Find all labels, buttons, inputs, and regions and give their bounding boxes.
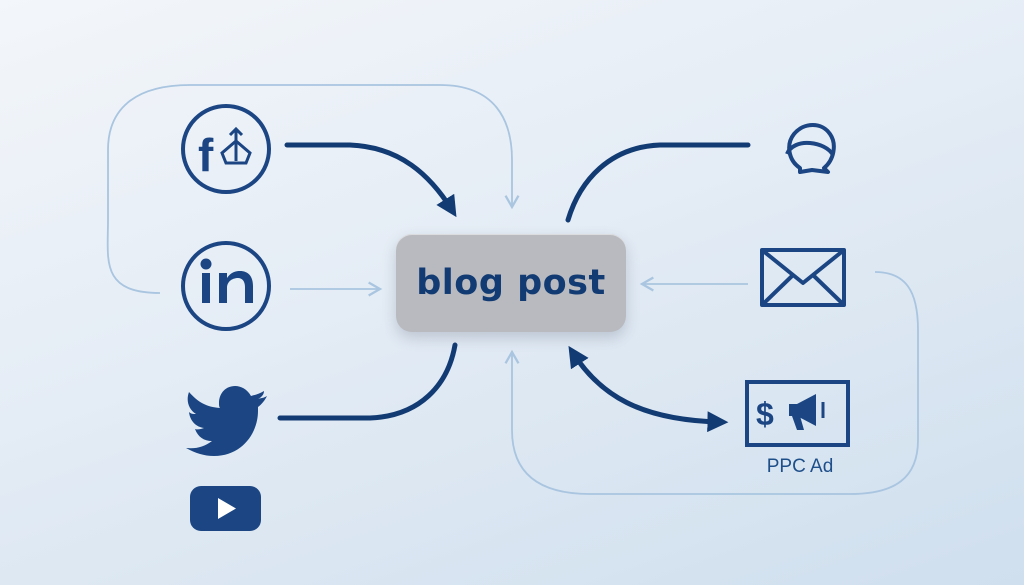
chat-bubble-icon — [785, 123, 836, 174]
blog-post-node: blog post — [396, 234, 626, 332]
loop-connector-left — [106, 84, 520, 294]
svg-text:$: $ — [756, 396, 774, 432]
envelope-icon — [760, 248, 846, 307]
youtube-icon — [190, 486, 261, 531]
ppc-ad-label: PPC Ad — [766, 456, 834, 477]
loop-connector-right — [504, 271, 919, 495]
twitter-connector — [277, 342, 458, 421]
ppc-ad-icon: $ — [745, 380, 850, 447]
facebook-arrow — [284, 142, 457, 218]
facebook-icon: f — [181, 104, 271, 194]
ppc-arrow — [568, 345, 729, 433]
svg-text:f: f — [198, 129, 214, 181]
chat-connector — [565, 142, 751, 223]
blog-post-label: blog post — [416, 263, 606, 303]
twitter-icon — [186, 386, 267, 456]
linkedin-icon — [181, 241, 271, 331]
